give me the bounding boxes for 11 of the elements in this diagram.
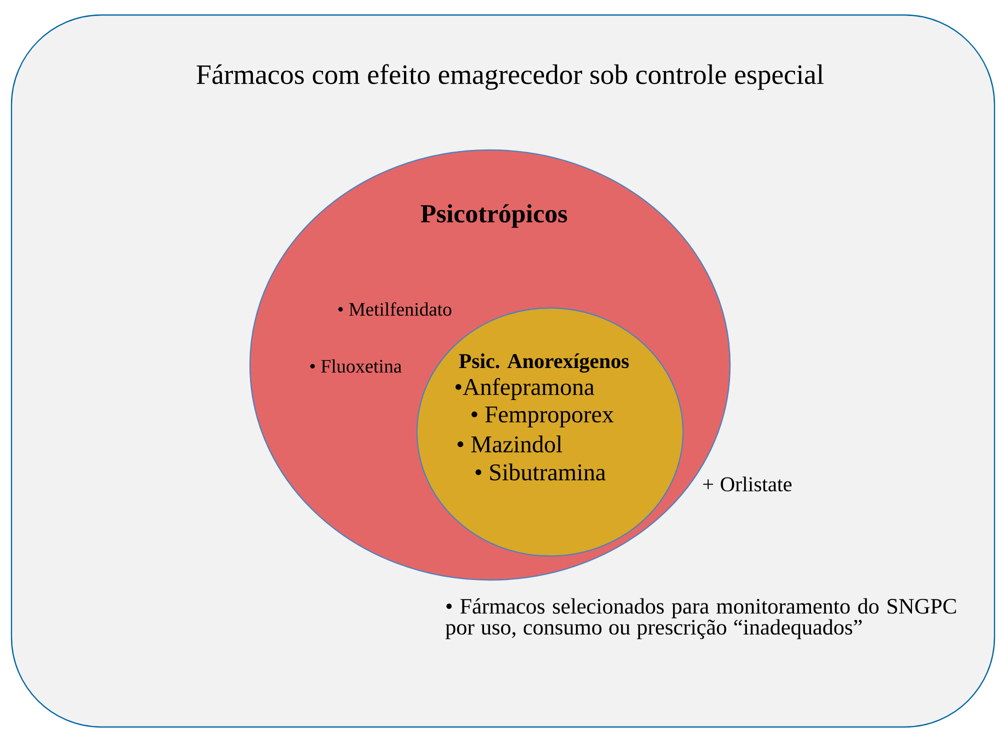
list-item: •Anfepramona [456,378,594,400]
title: Fármacos com efeito emagrecedor sob controle especial [196,64,824,90]
drug-label: + Orlistate [703,476,792,492]
list-item: • Mazindol [458,436,562,452]
set-label: Psicotrópicos [420,204,568,228]
note-text: • Fármacos selecionados para monitoramento do SNGPC por uso, consumo ou prescrição “inadequados” [446,598,956,640]
list-item: • Metilfenidato [338,302,452,316]
set-label: Psic. Anorexígenos [459,353,629,373]
list-item: • Femproporex [472,406,614,428]
list-item: • Sibutramina [476,464,606,480]
list-item: • Fluoxetina [310,359,402,373]
